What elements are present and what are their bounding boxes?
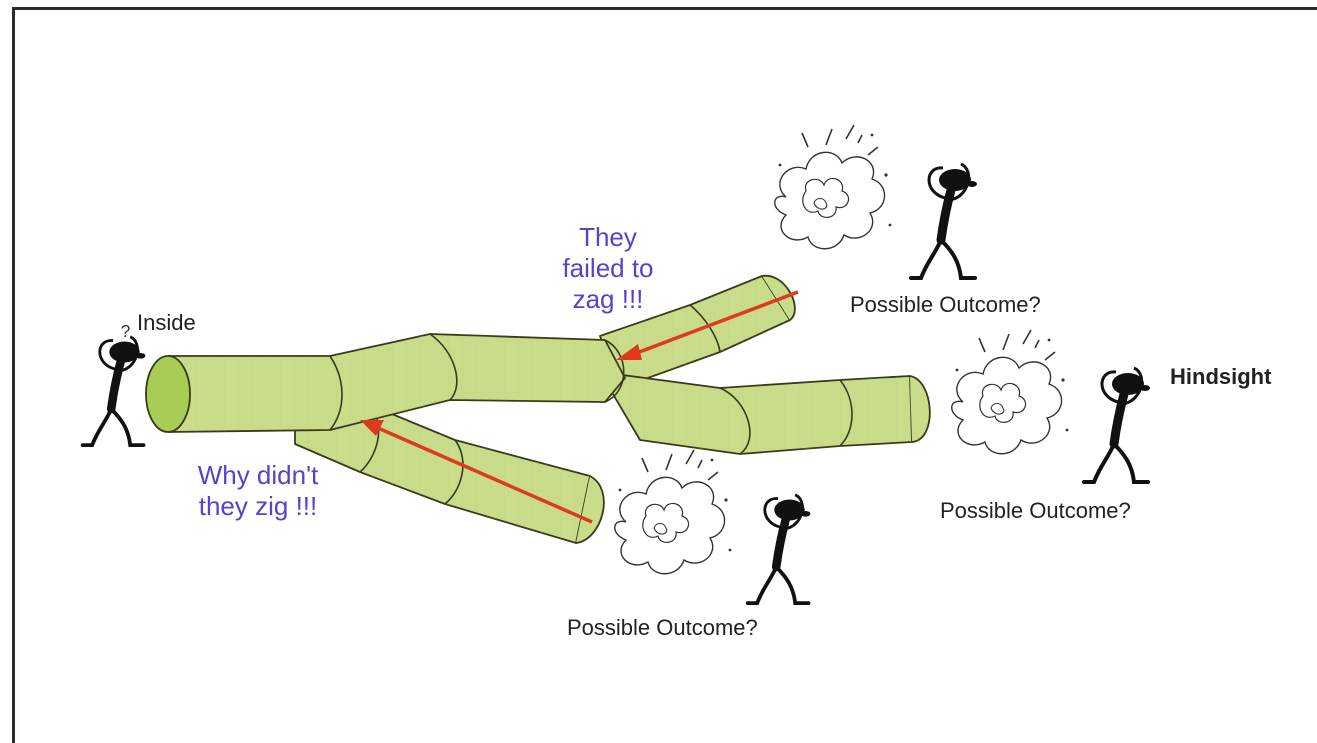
stick-figure-icon [748, 495, 811, 603]
label-outcome-upper: Possible Outcome? [850, 292, 1041, 318]
label-inside: Inside [137, 310, 196, 336]
tube-branch-middle [600, 372, 930, 454]
tube-entrance [146, 356, 190, 432]
label-outcome-lower: Possible Outcome? [567, 615, 758, 641]
caption-failed-to-zag: They failed to zag !!! [538, 222, 678, 316]
explosion-cloud-icon [775, 125, 892, 249]
caption-line: Why didn't [158, 460, 358, 491]
stick-figure-icon [1084, 368, 1150, 482]
caption-line: zag !!! [538, 284, 678, 315]
label-outcome-middle: Possible Outcome? [940, 498, 1131, 524]
stick-figure-icon [911, 164, 977, 278]
caption-line: They [538, 222, 678, 253]
explosion-cloud-icon [615, 450, 732, 574]
explosion-cloud-icon [952, 330, 1069, 454]
svg-text:?: ? [121, 322, 131, 341]
caption-line: failed to [538, 253, 678, 284]
caption-why-didnt-zig: Why didn't they zig !!! [158, 460, 358, 522]
caption-line: they zig !!! [158, 491, 358, 522]
stick-figure-icon: ? [83, 322, 146, 445]
label-hindsight: Hindsight [1170, 364, 1271, 390]
